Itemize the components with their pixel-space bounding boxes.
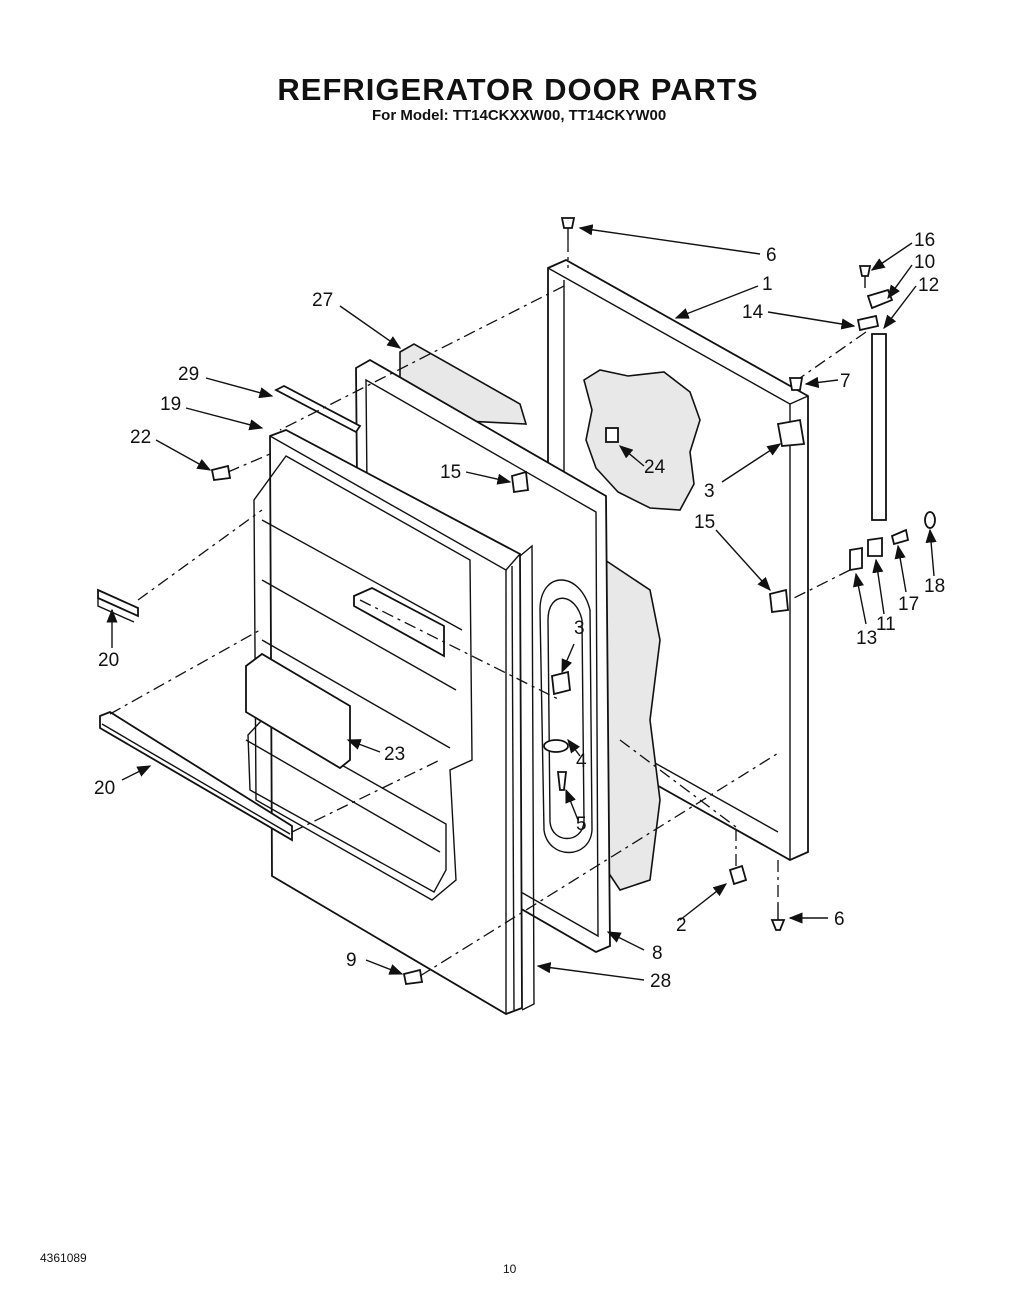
- callout-29: 29: [178, 364, 199, 385]
- callout-3-right: 3: [704, 481, 715, 502]
- leader-lines: [106, 224, 937, 981]
- inner-seal-loop: [539, 579, 593, 854]
- callout-2: 2: [676, 915, 687, 936]
- callout-15-left: 15: [440, 462, 461, 483]
- callout-18: 18: [924, 576, 945, 597]
- callout-8: 8: [652, 943, 663, 964]
- callout-12: 12: [918, 275, 939, 296]
- callout-9: 9: [346, 950, 357, 971]
- callout-6-bottom: 6: [834, 909, 845, 930]
- callout-labels: 6 1 16 10 12 14 27 7 29 19 22 15 24 3 15…: [94, 230, 945, 992]
- bin-cover-23: [245, 652, 351, 770]
- callout-28: 28: [650, 971, 671, 992]
- callout-3-inner: 3: [574, 618, 585, 639]
- hinge-parts: [210, 217, 936, 985]
- callout-14: 14: [742, 302, 764, 323]
- callout-4: 4: [576, 751, 587, 772]
- callout-15-right: 15: [694, 512, 715, 533]
- callout-10: 10: [914, 252, 935, 273]
- callout-22: 22: [130, 427, 151, 448]
- callout-16: 16: [914, 230, 935, 251]
- shelf-rail-lower: [99, 710, 293, 842]
- page-title: REFRIGERATOR DOOR PARTS: [277, 72, 759, 107]
- callout-5: 5: [576, 814, 587, 835]
- callout-27: 27: [312, 290, 333, 311]
- callout-1: 1: [762, 274, 773, 295]
- callout-11: 11: [876, 614, 896, 635]
- foam-cutaway: [583, 369, 701, 511]
- alignment-lines: [109, 240, 867, 977]
- inner-door-liner: [245, 429, 523, 1015]
- callout-20-lower: 20: [94, 778, 115, 799]
- shelf-rail-upper: [97, 588, 139, 623]
- callout-20-upper: 20: [98, 650, 119, 671]
- shelf-bar-29: [274, 384, 362, 434]
- door-seal-strip: [519, 544, 535, 1011]
- page-number: 10: [503, 1262, 517, 1276]
- document-code: 4361089: [40, 1251, 87, 1265]
- model-subtitle: For Model: TT14CKXXW00, TT14CKYW00: [372, 107, 667, 124]
- callout-6-top: 6: [766, 245, 777, 266]
- callout-13: 13: [856, 628, 877, 649]
- callout-17: 17: [898, 594, 919, 615]
- callout-7: 7: [840, 371, 851, 392]
- callout-19: 19: [160, 394, 181, 415]
- callout-23: 23: [384, 744, 405, 765]
- callout-24: 24: [644, 457, 666, 478]
